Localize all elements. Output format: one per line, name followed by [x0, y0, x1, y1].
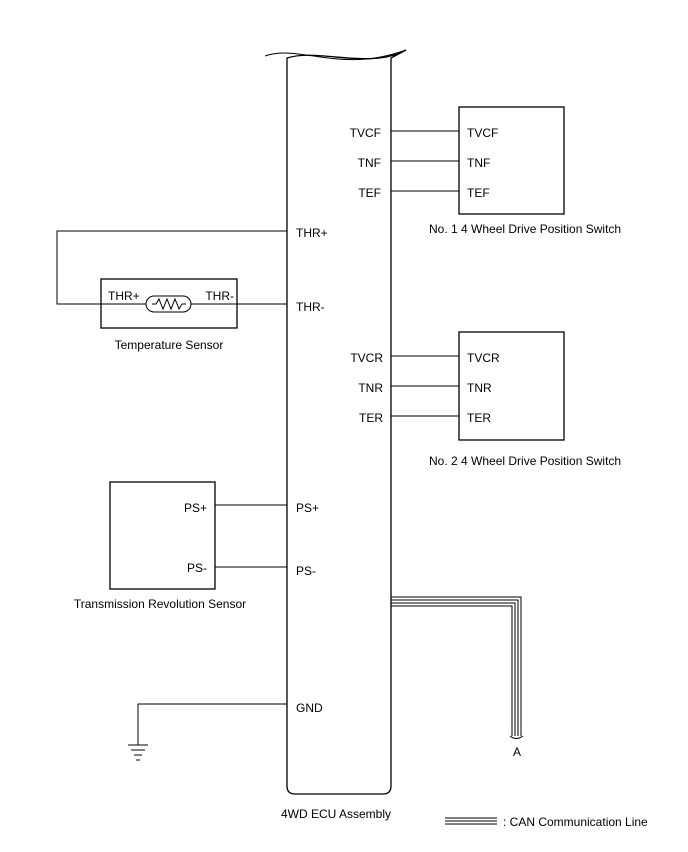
- wire-gnd: [137, 703, 287, 745]
- ecu-pin-ter: TER: [359, 411, 383, 425]
- revolution-sensor: PS+ PS- PS+ PS- Transmission Revolution …: [74, 481, 319, 611]
- ecu-pin-gnd: GND: [296, 701, 323, 715]
- switch-2-label: No. 2 4 Wheel Drive Position Switch: [429, 454, 621, 468]
- ecu-pin-tnr: TNR: [358, 381, 383, 395]
- ecu-pin-ps-minus: PS-: [296, 564, 316, 578]
- legend: : CAN Communication Line: [445, 815, 648, 829]
- ecu-label: 4WD ECU Assembly: [281, 807, 391, 821]
- switch-2-pin-ter: TER: [467, 411, 491, 425]
- ecu-pin-tvcf: TVCF: [350, 126, 381, 140]
- can-legend-symbol: [445, 817, 497, 825]
- temp-sensor-pin-minus: THR-: [205, 289, 234, 303]
- can-line: A: [391, 596, 524, 759]
- ecu-pin-thr-plus: THR+: [296, 226, 328, 240]
- wire-thr-plus: [56, 230, 287, 305]
- ecu-pin-ps-plus: PS+: [296, 501, 319, 515]
- can-legend-label: : CAN Communication Line: [503, 815, 648, 829]
- switch-1-pin-tef: TEF: [467, 186, 490, 200]
- rev-sensor-pin-minus: PS-: [187, 561, 207, 575]
- switch-2-box: [458, 331, 565, 441]
- can-end-label: A: [513, 745, 521, 759]
- temp-sensor-pin-plus: THR+: [108, 289, 140, 303]
- temperature-sensor-label: Temperature Sensor: [115, 338, 224, 352]
- switch-2-pin-tvcr: TVCR: [467, 351, 500, 365]
- switch-1-label: No. 1 4 Wheel Drive Position Switch: [429, 222, 621, 236]
- revolution-sensor-box: [109, 481, 216, 590]
- ground-icon: [128, 744, 148, 761]
- switch-1-pin-tnf: TNF: [467, 156, 490, 170]
- switch-2: TVCR TNR TER TVCR TNR TER No. 2 4 Wheel …: [350, 331, 621, 468]
- switch-1-box: [458, 106, 565, 215]
- switch-1-pin-tvcf: TVCF: [467, 126, 498, 140]
- ecu-pin-tnf: TNF: [358, 156, 381, 170]
- rev-sensor-pin-plus: PS+: [184, 501, 207, 515]
- ecu-pin-tvcr: TVCR: [350, 351, 383, 365]
- ecu-pin-thr-minus: THR-: [296, 300, 325, 314]
- temperature-sensor: THR+ THR- THR+ THR- Temperature Sensor: [56, 226, 328, 352]
- ecu-pin-tef: TEF: [358, 186, 381, 200]
- ecu-assembly: 4WD ECU Assembly: [264, 49, 407, 821]
- revolution-sensor-label: Transmission Revolution Sensor: [74, 597, 246, 611]
- switch-2-pin-tnr: TNR: [467, 381, 492, 395]
- ground: GND: [128, 701, 323, 761]
- resistor-icon: [145, 295, 192, 313]
- switch-1: TVCF TNF TEF TVCF TNF TEF No. 1 4 Wheel …: [350, 106, 621, 236]
